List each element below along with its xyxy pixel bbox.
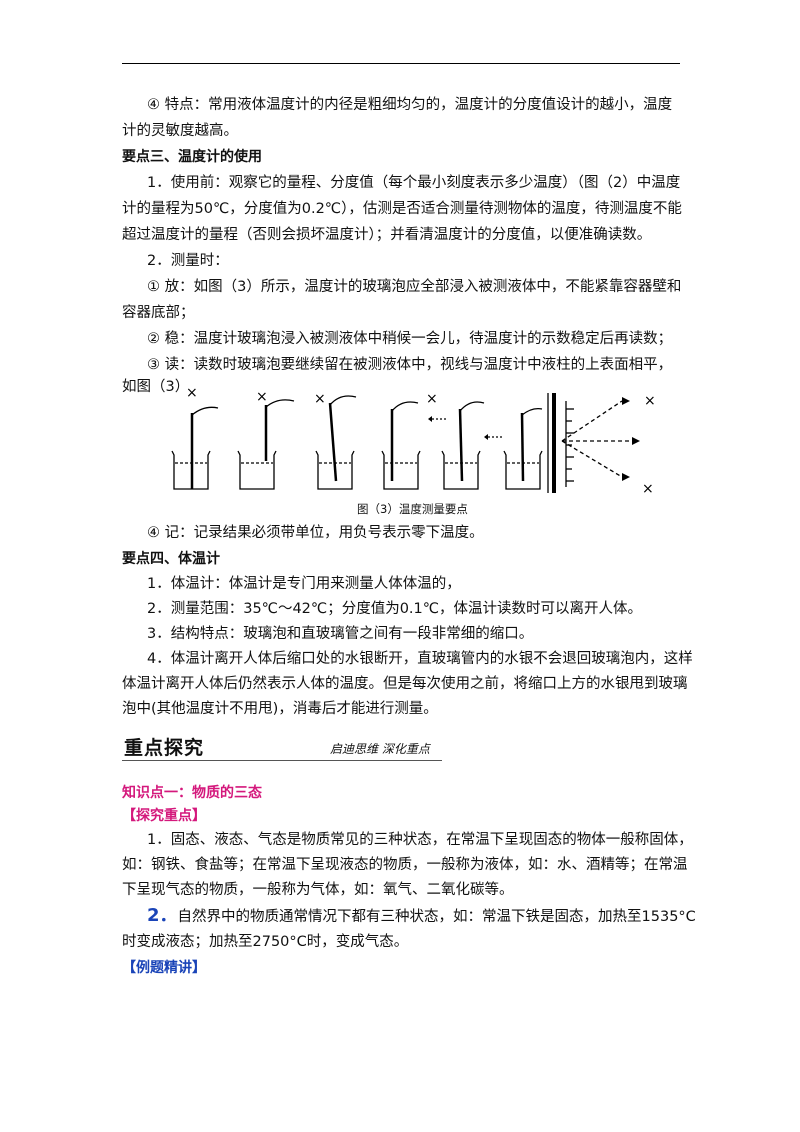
k1-p2-line-1: 2．自然界中的物质通常情况下都有三种状态，如：常温下铁是固态，加热至1535°C (147, 903, 707, 930)
knowledge-1-title: 知识点一：物质的三态 (122, 785, 262, 801)
k1-p2-number: 2． (147, 905, 178, 926)
x-mark-6: × (642, 481, 654, 497)
k1-p1-line-1: 1．固态、液态、气态是物质常见的三种状态，在常温下呈现固态的物体一般称固体， (147, 832, 693, 848)
section-4-title: 要点四、体温计 (122, 551, 220, 567)
s4-p4-line-3: 泡中(其他温度计不用甩)，消毒后才能进行测量。 (122, 701, 438, 717)
banner-rule (122, 760, 442, 761)
s3-p1-line-1: 1．使用前：观察它的量程、分度值（每个最小刻度表示多少温度）（图（2）中温度 (147, 175, 681, 191)
banner-title: 重点探究 (124, 737, 205, 759)
beaker-5 (441, 401, 485, 490)
x-mark-5: × (644, 393, 656, 409)
s3-p2-d: ④ 记：记录结果必须带单位，用负号表示零下温度。 (147, 525, 484, 541)
s3-p2-a-line-2: 容器底部； (122, 305, 195, 321)
s3-p1-line-3: 超过温度计的量程（否则会损坏温度计）；并看清温度计的分度值，以便准确读数。 (122, 227, 652, 243)
k1-p1-line-3: 下呈现气态的物质，一般称为气体，如：氧气、二氧化碳等。 (122, 882, 514, 898)
s4-p4-line-2: 体温计离开人体后仍然表示人体的温度。但是每次使用之前，将缩口上方的水银甩到玻璃 (122, 676, 688, 692)
thermometer-figure: × × × × × × (171, 385, 656, 497)
x-mark-2: × (256, 389, 268, 405)
feature-line-1: ④ 特点：常用液体温度计的内径是粗细均匀的，温度计的分度值设计的越小，温度 (147, 97, 673, 113)
beaker-1 (171, 406, 219, 490)
s4-p1: 1．体温计：体温计是专门用来测量人体体温的， (147, 576, 461, 592)
reading-scale (547, 393, 632, 493)
s3-p2: 2．测量时： (147, 253, 229, 269)
example-tag: 【例题精讲】 (122, 960, 206, 976)
s4-p2: 2．测量范围：35℃～42℃；分度值为0.1℃，体温计读数时可以离开人体。 (147, 601, 643, 617)
beaker-4 (381, 401, 421, 490)
section-3-title: 要点三、温度计的使用 (122, 149, 262, 165)
s3-p2-b: ② 稳：温度计玻璃泡浸入被测液体中稍候一会儿，待温度计的示数稳定后再读数； (147, 331, 673, 347)
s3-p2-c-line-1: ③ 读：读数时玻璃泡要继续留在被测液体中，视线与温度计中液柱的上表面相平， (147, 357, 673, 373)
feature-line-2: 计的灵敏度越高。 (122, 123, 238, 139)
s3-p2-c-line-2: 如图（3） (122, 379, 190, 395)
k1-p2-line-2: 时变成液态；加热至2750°C时，变成气态。 (122, 934, 409, 950)
s4-p4-line-1: 4．体温计离开人体后缩口处的水银断开，直玻璃管内的水银不会退回玻璃泡内，这样 (147, 651, 693, 667)
k1-p2-text: 自然界中的物质通常情况下都有三种状态，如：常温下铁是固态，加热至1535°C (177, 909, 696, 925)
beaker-6 (503, 407, 543, 490)
x-mark-4: × (426, 391, 438, 407)
x-mark-1: × (186, 385, 198, 401)
beaker-2 (237, 399, 295, 490)
s4-p3: 3．结构特点：玻璃泡和直玻璃管之间有一段非常细的缩口。 (147, 626, 534, 642)
knowledge-1-tag: 【探究重点】 (122, 808, 206, 824)
header-rule (122, 63, 680, 64)
x-mark-3: × (314, 391, 326, 407)
figure-caption: 图（3）温度测量要点 (357, 502, 468, 516)
s3-p2-a-line-1: ① 放：如图（3）所示，温度计的玻璃泡应全部浸入被测液体中，不能紧靠容器壁和 (147, 279, 682, 295)
s3-p1-line-2: 计的量程为50℃，分度值为0.2℃），估测是否适合测量待测物体的温度，待测温度不… (122, 201, 682, 217)
k1-p1-line-2: 如：钢铁、食盐等；在常温下呈现液态的物质，一般称为液体，如：水、酒精等；在常温 (122, 857, 688, 873)
banner-subtitle: 启迪思维 深化重点 (330, 742, 430, 756)
beaker-3 (315, 395, 357, 490)
